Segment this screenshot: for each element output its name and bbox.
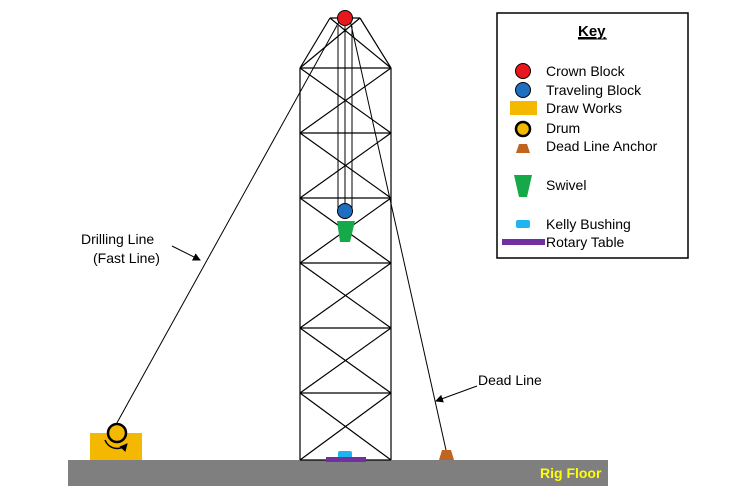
drilling-line-pointer <box>171 245 201 261</box>
rotary-table <box>326 457 366 462</box>
legend-kelly-bushing-label: Kelly Bushing <box>546 216 631 232</box>
rig-floor <box>68 460 608 486</box>
legend-title: Key <box>578 23 606 40</box>
legend-swivel-icon <box>514 175 532 197</box>
dead-line-anchor <box>439 450 454 460</box>
legend: Key Crown Block Traveling Block Draw Wor… <box>496 12 689 259</box>
drilling-line <box>112 19 341 431</box>
drilling-line-label: Drilling Line <box>81 231 154 247</box>
legend-traveling-block-label: Traveling Block <box>546 82 642 98</box>
rig-floor-label: Rig Floor <box>540 465 602 481</box>
dead-line-pointer <box>435 385 478 403</box>
kelly-bushing <box>338 451 352 458</box>
legend-crown-block-label: Crown Block <box>546 63 626 79</box>
drum-rotation-arrow-icon <box>104 439 128 452</box>
legend-kelly-bushing-icon <box>516 220 530 228</box>
dead-line <box>349 19 447 451</box>
legend-traveling-block-icon <box>515 82 531 98</box>
swivel <box>337 221 355 242</box>
legend-box <box>496 12 689 259</box>
legend-swivel-label: Swivel <box>546 177 586 193</box>
legend-drum-icon <box>514 120 532 138</box>
legend-drum-label: Drum <box>546 120 580 136</box>
legend-crown-block-icon <box>515 63 531 79</box>
legend-dead-line-anchor-label: Dead Line Anchor <box>546 138 658 154</box>
legend-dead-line-anchor-icon <box>516 144 530 153</box>
drum <box>106 422 128 444</box>
legend-rotary-table-label: Rotary Table <box>546 234 625 250</box>
legend-rotary-table-icon <box>502 239 545 245</box>
wire-lines <box>112 19 447 451</box>
crown-block <box>337 10 353 26</box>
dead-line-label: Dead Line <box>478 372 542 388</box>
traveling-block <box>337 203 353 219</box>
fast-line-label: (Fast Line) <box>93 250 160 266</box>
legend-draw-works-label: Draw Works <box>546 100 622 116</box>
legend-draw-works-icon <box>510 101 537 115</box>
